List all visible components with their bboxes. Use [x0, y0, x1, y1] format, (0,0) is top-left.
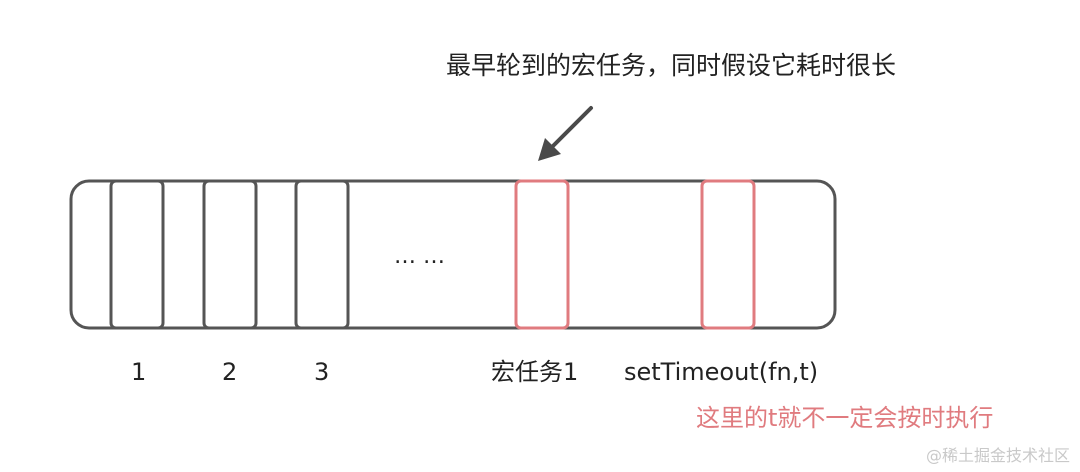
task-slot-3 [294, 179, 350, 330]
slot-label-2: 2 [222, 358, 238, 386]
slot-label-1: 1 [131, 358, 147, 386]
timer-label: setTimeout(fn,t) [624, 358, 819, 386]
annotation-text: 最早轮到的宏任务，同时假设它耗时很长 [446, 51, 897, 80]
pointer-arrow-shaft [547, 106, 593, 152]
task-slot-1 [109, 179, 165, 330]
ellipsis-text: … … [394, 244, 445, 269]
task-slot-2 [202, 179, 258, 330]
timer-slot [700, 179, 756, 330]
macro-task-label: 宏任务1 [491, 358, 579, 386]
timer-note: 这里的t就不一定会按时执行 [696, 404, 994, 432]
watermark: @稀土掘金技术社区 [925, 446, 1070, 465]
pointer-arrow-head [538, 138, 561, 161]
slot-label-3: 3 [314, 358, 330, 386]
macro-task-slot [514, 179, 570, 330]
queue-container [69, 179, 837, 330]
